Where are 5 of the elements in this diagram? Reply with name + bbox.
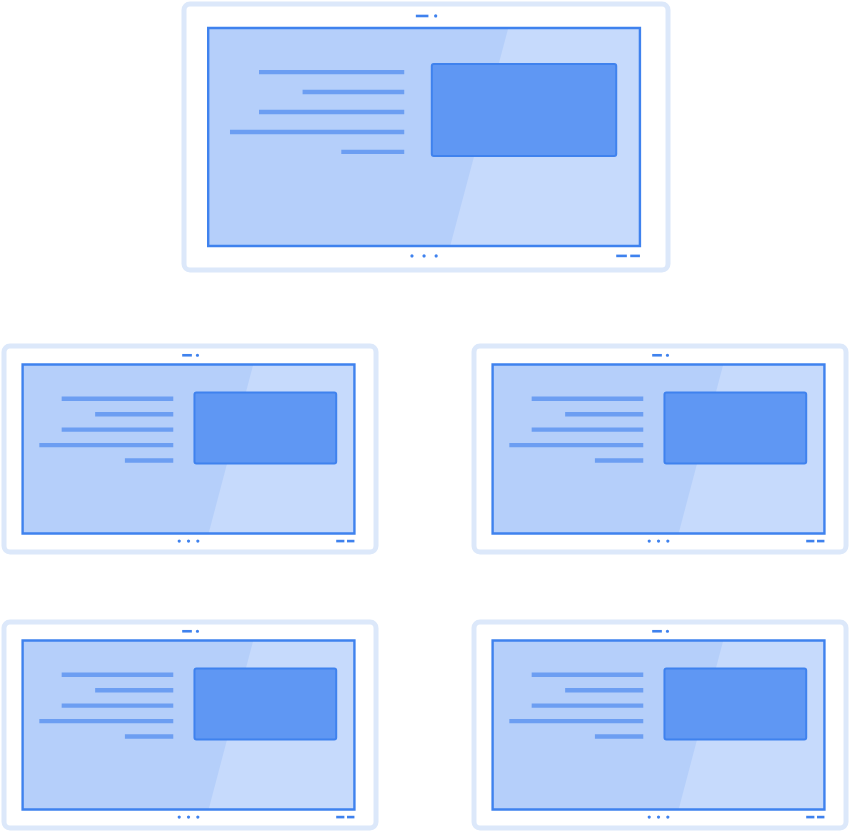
monitor-drawing	[471, 619, 849, 831]
monitor-drawing	[1, 343, 379, 555]
monitor-drawing	[471, 343, 849, 555]
monitor-drawing	[1, 619, 379, 831]
monitor-drawing	[181, 1, 671, 273]
